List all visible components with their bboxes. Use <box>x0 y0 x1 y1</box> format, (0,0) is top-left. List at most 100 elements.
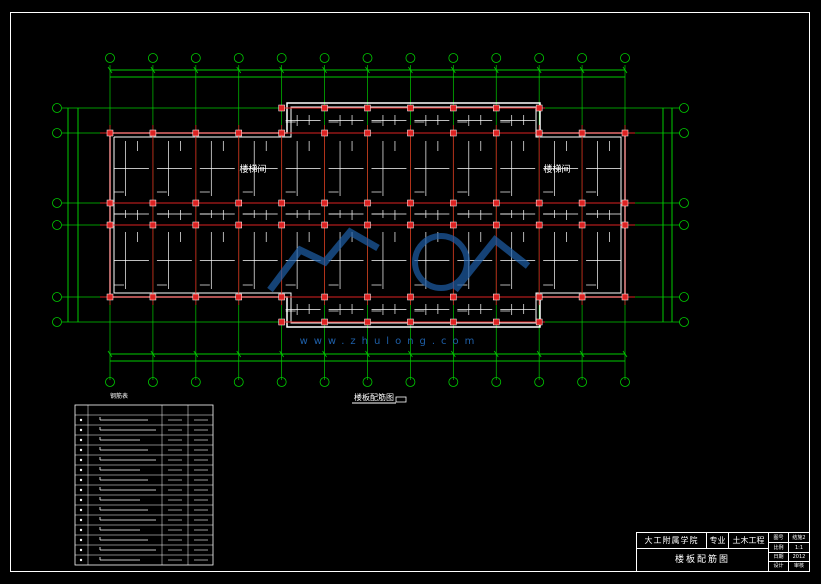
major-value: 土木工程 <box>729 533 769 549</box>
axis-bubble-top <box>448 53 459 63</box>
axis-bubble-right <box>679 103 689 113</box>
cell-label-5: 审核 <box>793 563 804 569</box>
column <box>535 129 543 137</box>
column <box>535 318 543 326</box>
column <box>450 104 457 112</box>
schedule-mark <box>79 418 83 422</box>
column <box>192 293 200 301</box>
column <box>149 129 157 137</box>
axis-bubble-left <box>52 128 62 138</box>
schedule-mark <box>79 518 83 522</box>
column <box>621 129 629 137</box>
column <box>407 293 414 301</box>
column <box>278 293 285 301</box>
column <box>235 199 242 207</box>
column <box>106 221 114 229</box>
column <box>364 129 371 137</box>
column <box>106 293 114 301</box>
axis-bubble-top <box>276 53 287 63</box>
rebar-schedule-table: 钢筋表 <box>74 392 214 566</box>
column <box>407 129 414 137</box>
axis-bubble-top <box>534 53 545 63</box>
axis-bubble-top <box>105 53 115 63</box>
axis-bubble-left <box>52 103 62 113</box>
column <box>493 318 500 326</box>
schedule-mark <box>79 558 83 562</box>
column <box>278 104 285 112</box>
column <box>149 221 157 229</box>
axis-bubble-top <box>620 53 630 63</box>
axis-bubble-left <box>52 317 62 327</box>
column <box>493 129 500 137</box>
schedule-mark <box>79 508 83 512</box>
cell-value-2: 1:1 <box>789 543 809 553</box>
drawing-name: 楼板配筋图 <box>637 549 769 571</box>
column <box>321 129 328 137</box>
schedule-mark <box>79 458 83 462</box>
schedule-mark <box>79 488 83 492</box>
column <box>493 199 500 207</box>
column <box>450 318 457 326</box>
axis-bubble-right <box>679 317 689 327</box>
cell-value-3: 2012 <box>789 553 809 562</box>
schedule-title: 钢筋表 <box>110 392 128 400</box>
column <box>364 104 371 112</box>
cell-label-4: 设计 <box>769 562 789 571</box>
axis-bubble-top <box>577 53 587 63</box>
watermark-logo <box>267 227 531 293</box>
column <box>407 199 414 207</box>
column <box>407 221 414 229</box>
column <box>149 293 157 301</box>
axis-bubble-left <box>52 198 62 208</box>
column <box>364 318 371 326</box>
axis-bubble-top <box>190 53 201 63</box>
column <box>407 318 414 326</box>
column <box>321 318 328 326</box>
column <box>278 318 285 326</box>
schedule-mark <box>79 498 83 502</box>
axis-bubble-top <box>405 53 416 63</box>
column <box>235 129 242 137</box>
axis-bubble-top <box>233 53 244 63</box>
schedule-mark <box>79 468 83 472</box>
column <box>450 293 457 301</box>
cell-label-1: 图号 <box>769 533 789 543</box>
column <box>450 129 457 137</box>
column <box>192 221 200 229</box>
watermark-text: www.zhulong.com <box>300 336 481 347</box>
column <box>578 293 586 301</box>
column <box>192 129 200 137</box>
axis-bubble-right <box>679 198 689 208</box>
column <box>235 221 242 229</box>
column <box>407 104 414 112</box>
schedule-mark <box>79 448 83 452</box>
dimension-lines <box>67 69 673 362</box>
column <box>578 199 586 207</box>
axis-bubble-top <box>148 53 158 63</box>
axis-bubble-right <box>679 220 689 230</box>
axis-bubble-left <box>52 220 62 230</box>
column <box>106 129 114 137</box>
column <box>450 199 457 207</box>
column <box>621 221 629 229</box>
column <box>578 221 586 229</box>
cell-label-2: 比例 <box>769 543 789 553</box>
stair-label-left: 楼梯间 <box>239 163 266 175</box>
column <box>278 129 285 137</box>
column <box>106 199 114 207</box>
column <box>535 293 543 301</box>
drawing-frame <box>10 12 810 572</box>
column <box>321 199 328 207</box>
column <box>535 104 543 112</box>
column <box>621 293 629 301</box>
column <box>321 293 328 301</box>
column <box>278 199 285 207</box>
column <box>493 104 500 112</box>
schedule-mark <box>79 528 83 532</box>
title-block: 大工附属学院 专业 土木工程 楼板配筋图 图号 结施2 比例 1:1 日期 20… <box>636 532 810 572</box>
axis-bubble-right <box>679 292 689 302</box>
column <box>364 293 371 301</box>
axis-bubble-top <box>362 53 373 63</box>
axis-bubble-top <box>491 53 502 63</box>
